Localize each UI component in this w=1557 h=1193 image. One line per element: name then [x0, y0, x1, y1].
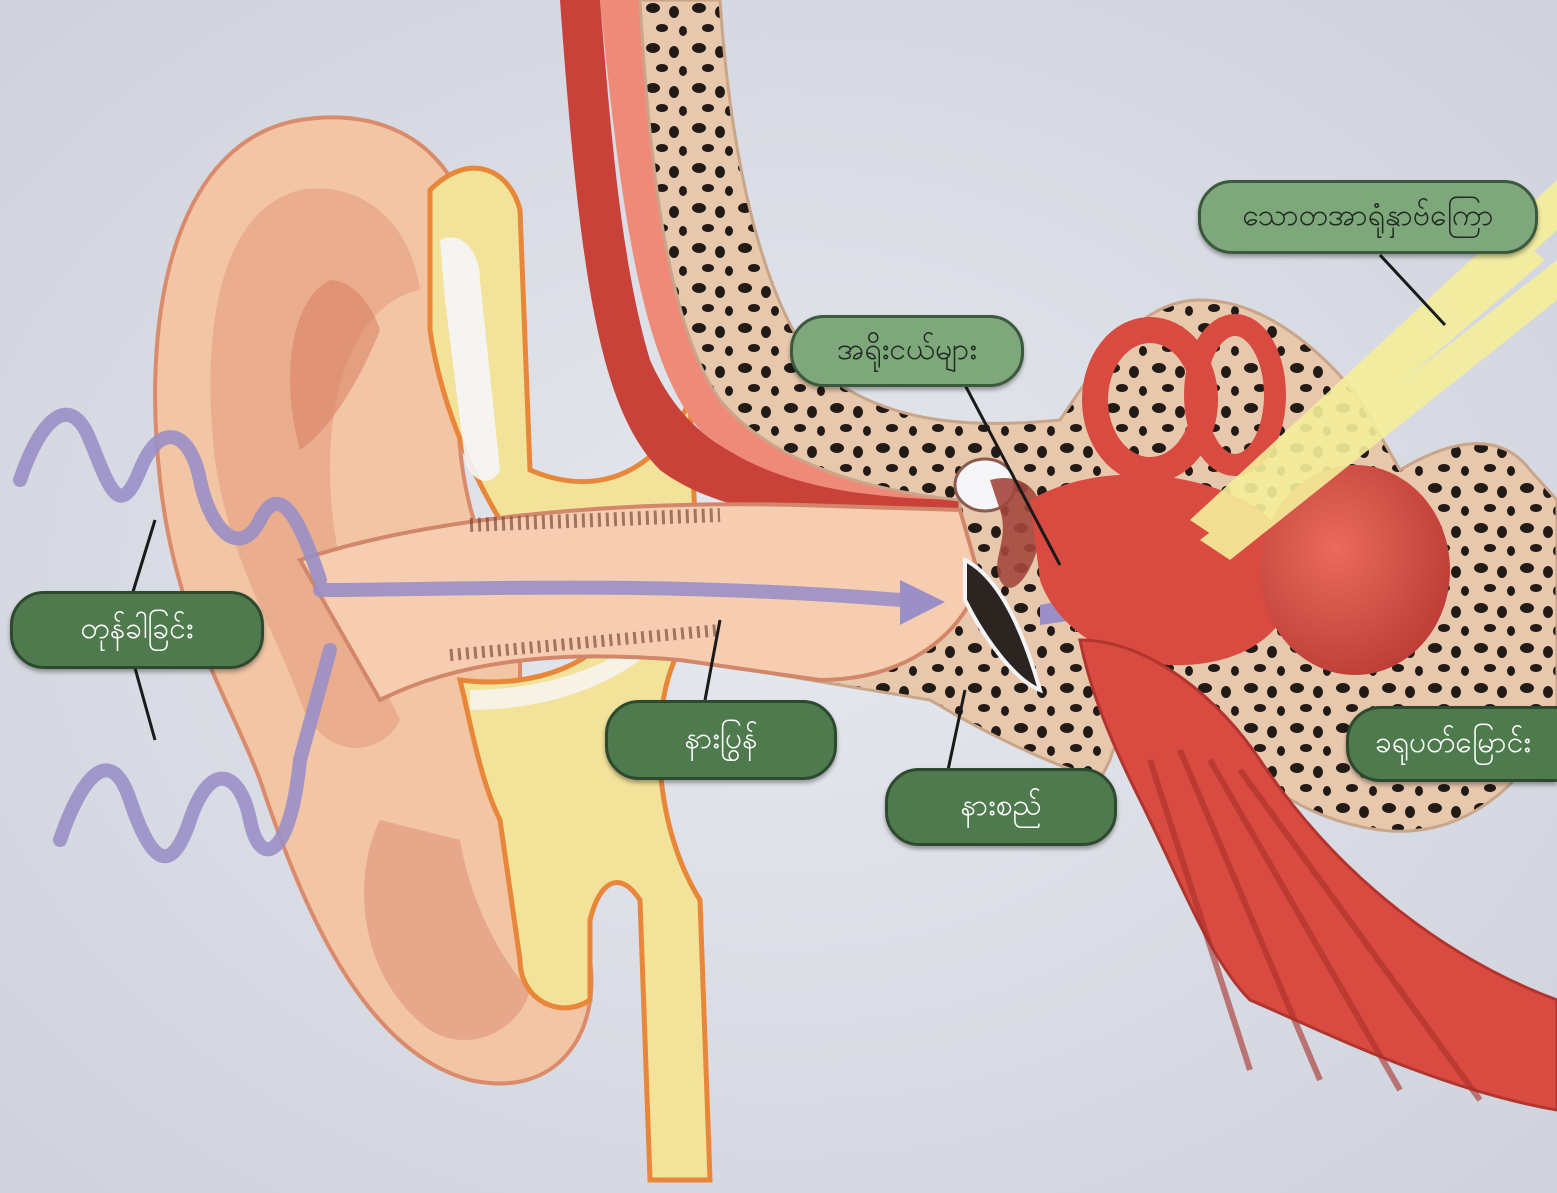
label-eardrum: နားစည် — [885, 768, 1117, 846]
label-auditory-nerve: သောတအာရုံနှာဗ်ကြော — [1198, 180, 1538, 254]
label-ossicles: အရိုးငယ်များ — [790, 315, 1024, 387]
label-ear-canal: နားပြွန် — [605, 700, 837, 780]
label-eustachian-tube: ခရုပတ်မြောင်း — [1346, 706, 1557, 782]
label-vibration: တုန်ခါခြင်း — [10, 591, 264, 669]
